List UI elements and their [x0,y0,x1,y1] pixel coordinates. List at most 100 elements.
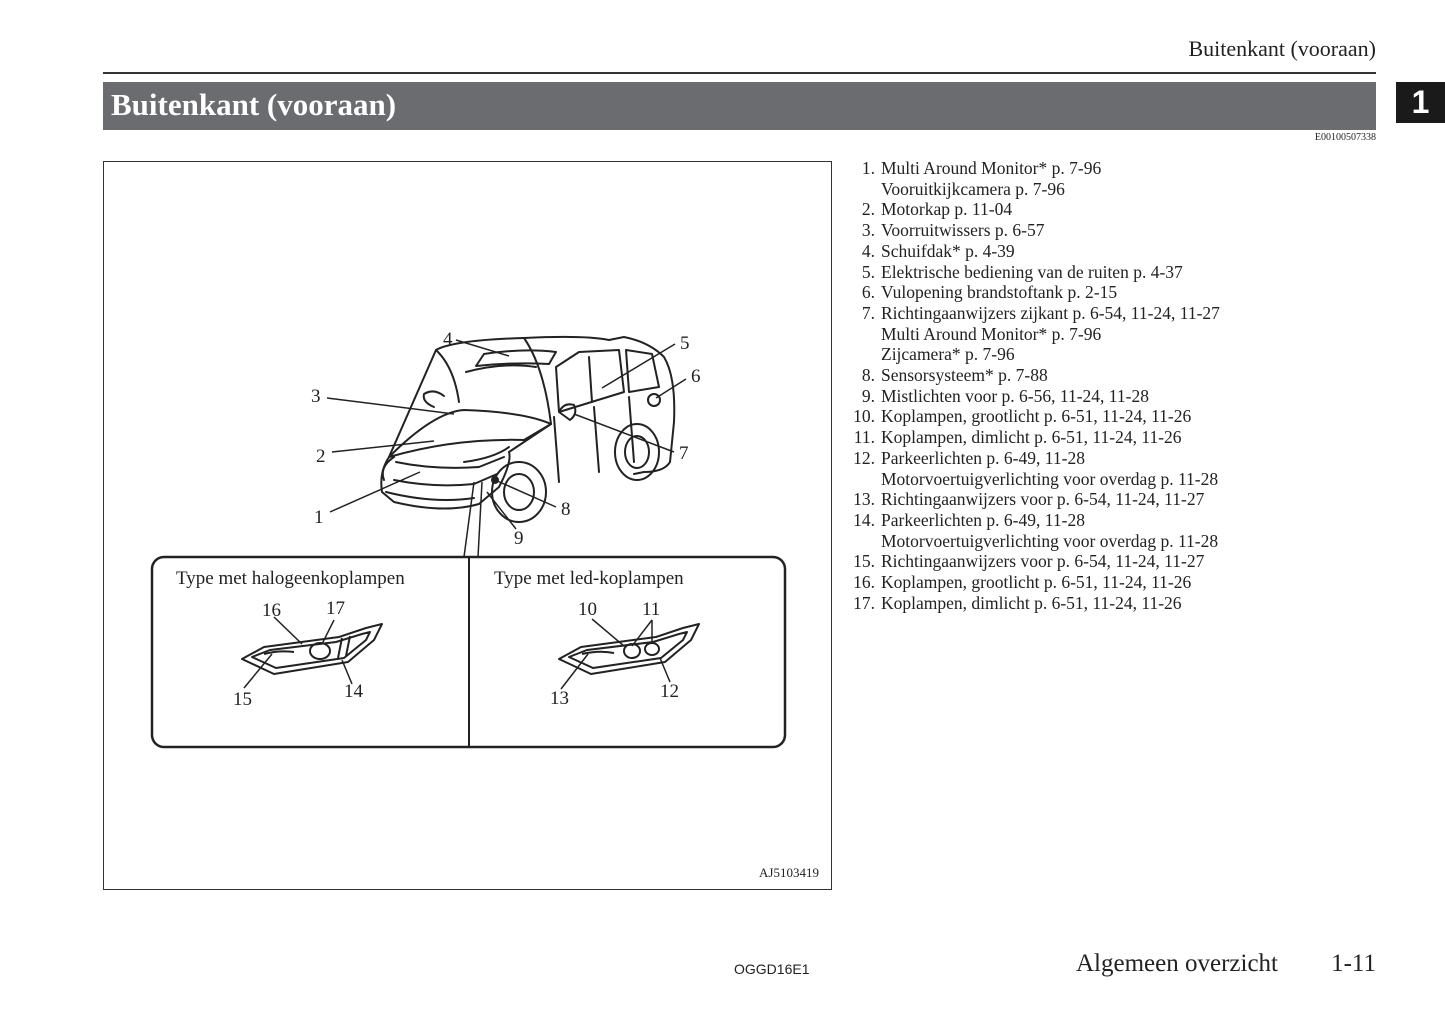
halogen-caption: Type met halogeenkoplampen [176,568,405,589]
callout-2: 2 [316,446,326,467]
parts-list-item: 16. Koplampen, grootlicht p. 6-51, 11-24,… [848,572,1220,593]
parts-list-item: 17. Koplampen, dimlicht p. 6-51, 11-24, 1… [848,593,1220,614]
parts-item-number: 12. [853,447,875,468]
callout-12: 12 [660,681,679,702]
section-title: Buitenkant (vooraan) [111,87,397,122]
parts-item-text: Mistlichten voor p. 6-56, 11-24, 11-28 [881,386,1149,407]
led-headlamp [558,623,700,675]
parts-item-line: Vulopening brandstoftank p. 2-15 [881,282,1118,303]
parts-list-item: 10.Koplampen, grootlicht p. 6-51, 11-24,… [848,406,1220,427]
led-leaders [560,618,671,690]
parts-item-line: Richtingaanwijzers zijkant p. 6-54, 11-2… [881,302,1220,323]
parts-item-number: 2. [861,199,875,220]
car-drawing [380,335,676,523]
parts-item-text: Koplampen, dimlicht p. 6-51, 11-24, 11-2… [881,427,1182,448]
callout-8: 8 [561,499,571,520]
parts-item-number: 4. [861,240,875,261]
parts-item-number: 11. [853,427,875,448]
parts-item-number: 16. [853,572,875,593]
parts-item-line: Vooruitkijkcamera p. 7-96 [881,178,1065,199]
callout-13: 13 [550,688,569,709]
parts-item-line: Koplampen, grootlicht p. 6-51, 11-24, 11… [881,406,1192,427]
parts-item-line: Schuifdak* p. 4-39 [881,240,1015,261]
parts-item-line: Motorkap p. 11-04 [881,199,1013,220]
footer-code: OGGD16E1 [734,961,810,977]
parts-item-line: Koplampen, grootlicht p. 6-51, 11-24, 11… [881,572,1192,593]
running-header-title: Buitenkant (vooraan) [1188,36,1376,61]
parts-list-item: 8. Sensorsysteem* p. 7-88 [848,365,1220,386]
parts-item-number: 3. [861,220,875,241]
parts-item-text: Motorkap p. 11-04 [881,199,1012,220]
callout-1: 1 [314,507,324,528]
parts-list-item: 5. Elektrische bediening van de ruiten p.… [848,262,1220,283]
callout-3: 3 [311,386,321,407]
led-caption: Type met led-koplampen [494,568,684,589]
vehicle-exterior-figure: Type met halogeenkoplampen Type met led-… [103,161,832,890]
vehicle-illustration: Type met halogeenkoplampen Type met led-… [150,329,787,749]
parts-item-text: Koplampen, grootlicht p. 6-51, 11-24, 11… [881,572,1191,593]
header-rule [103,72,1376,74]
parts-item-line: Mistlichten voor p. 6-56, 11-24, 11-28 [881,385,1149,406]
callout-5: 5 [680,333,690,354]
callout-4: 4 [443,329,453,350]
parts-item-text: Schuifdak* p. 4-39 [881,241,1015,262]
parts-item-line: Koplampen, dimlicht p. 6-51, 11-24, 11-2… [881,592,1182,613]
parts-item-text: Richtingaanwijzers zijkant p. 6-54, 11-2… [881,303,1220,365]
callout-numbers: 1 2 3 4 5 6 7 8 9 10 11 12 13 14 15 16 1… [233,329,701,710]
callout-16: 16 [262,600,281,621]
parts-item-number: 9. [861,385,875,406]
parts-item-number: 8. [861,365,875,386]
document-code: E00100507338 [1314,132,1376,143]
parts-item-text: Koplampen, grootlicht p. 6-51, 11-24, 11… [881,406,1191,427]
page-number: 1-11 [1331,950,1376,977]
parts-item-text: Voorruitwissers p. 6-57 [881,220,1045,241]
halogen-leaders [243,616,353,689]
parts-item-text: Richtingaanwijzers voor p. 6-54, 11-24, … [881,489,1204,510]
parts-item-line: Richtingaanwijzers voor p. 6-54, 11-24, … [881,489,1205,510]
section-title-bar: Buitenkant (vooraan) [103,82,1376,130]
parts-list-item: 2. Motorkap p. 11-04 [848,199,1220,220]
parts-item-number: 7. [861,302,875,323]
parts-list-item: 11. Koplampen, dimlicht p. 6-51, 11-24, 1… [848,427,1220,448]
callout-15: 15 [233,689,252,710]
parts-item-line: Zijcamera* p. 7-96 [881,344,1015,365]
parts-item-line: Richtingaanwijzers voor p. 6-54, 11-24, … [881,551,1205,572]
parts-item-line: Sensorsysteem* p. 7-88 [881,365,1048,386]
parts-list-item: 13. Richtingaanwijzers voor p. 6-54, 11-2… [848,489,1220,510]
callout-6: 6 [691,366,701,387]
parts-list-item: 6.Vulopening brandstoftank p. 2-15 [848,282,1220,303]
parts-item-number: 13. [853,489,875,510]
parts-item-text: Sensorsysteem* p. 7-88 [881,365,1048,386]
figure-id: AJ5103419 [759,865,819,880]
parts-list-item: 15. Richtingaanwijzers voor p. 6-54, 11-2… [848,551,1220,572]
callout-14: 14 [344,681,364,702]
parts-item-line: Motorvoertuigverlichting voor overdag p.… [881,468,1219,489]
parts-item-number: 14. [853,509,875,530]
parts-item-number: 15. [853,551,875,572]
parts-item-line: Parkeerlichten p. 6-49, 11-28 [881,447,1085,468]
parts-item-number: 17. [853,592,875,613]
parts-item-line: Motorvoertuigverlichting voor overdag p.… [881,530,1219,551]
leader-lines [326,339,687,558]
callout-11: 11 [642,599,660,620]
halogen-headlamp [241,623,383,675]
parts-item-line: Voorruitwissers p. 6-57 [881,220,1045,241]
parts-list-item: 9. Mistlichten voor p. 6-56, 11-24, 11-28 [848,386,1220,407]
parts-list-item: 4. Schuifdak* p. 4-39 [848,241,1220,262]
callout-17: 17 [326,598,345,619]
parts-item-line: Elektrische bediening van de ruiten p. 4… [881,261,1183,282]
parts-item-text: Vulopening brandstoftank p. 2-15 [881,282,1117,303]
parts-item-line: Koplampen, dimlicht p. 6-51, 11-24, 11-2… [881,427,1182,448]
parts-item-line: Parkeerlichten p. 6-49, 11-28 [881,509,1085,530]
parts-item-text: Koplampen, dimlicht p. 6-51, 11-24, 11-2… [881,593,1182,614]
callout-10: 10 [578,599,597,620]
callout-7: 7 [679,443,689,464]
parts-item-number: 5. [861,261,875,282]
parts-item-text: Richtingaanwijzers voor p. 6-54, 11-24, … [881,551,1204,572]
